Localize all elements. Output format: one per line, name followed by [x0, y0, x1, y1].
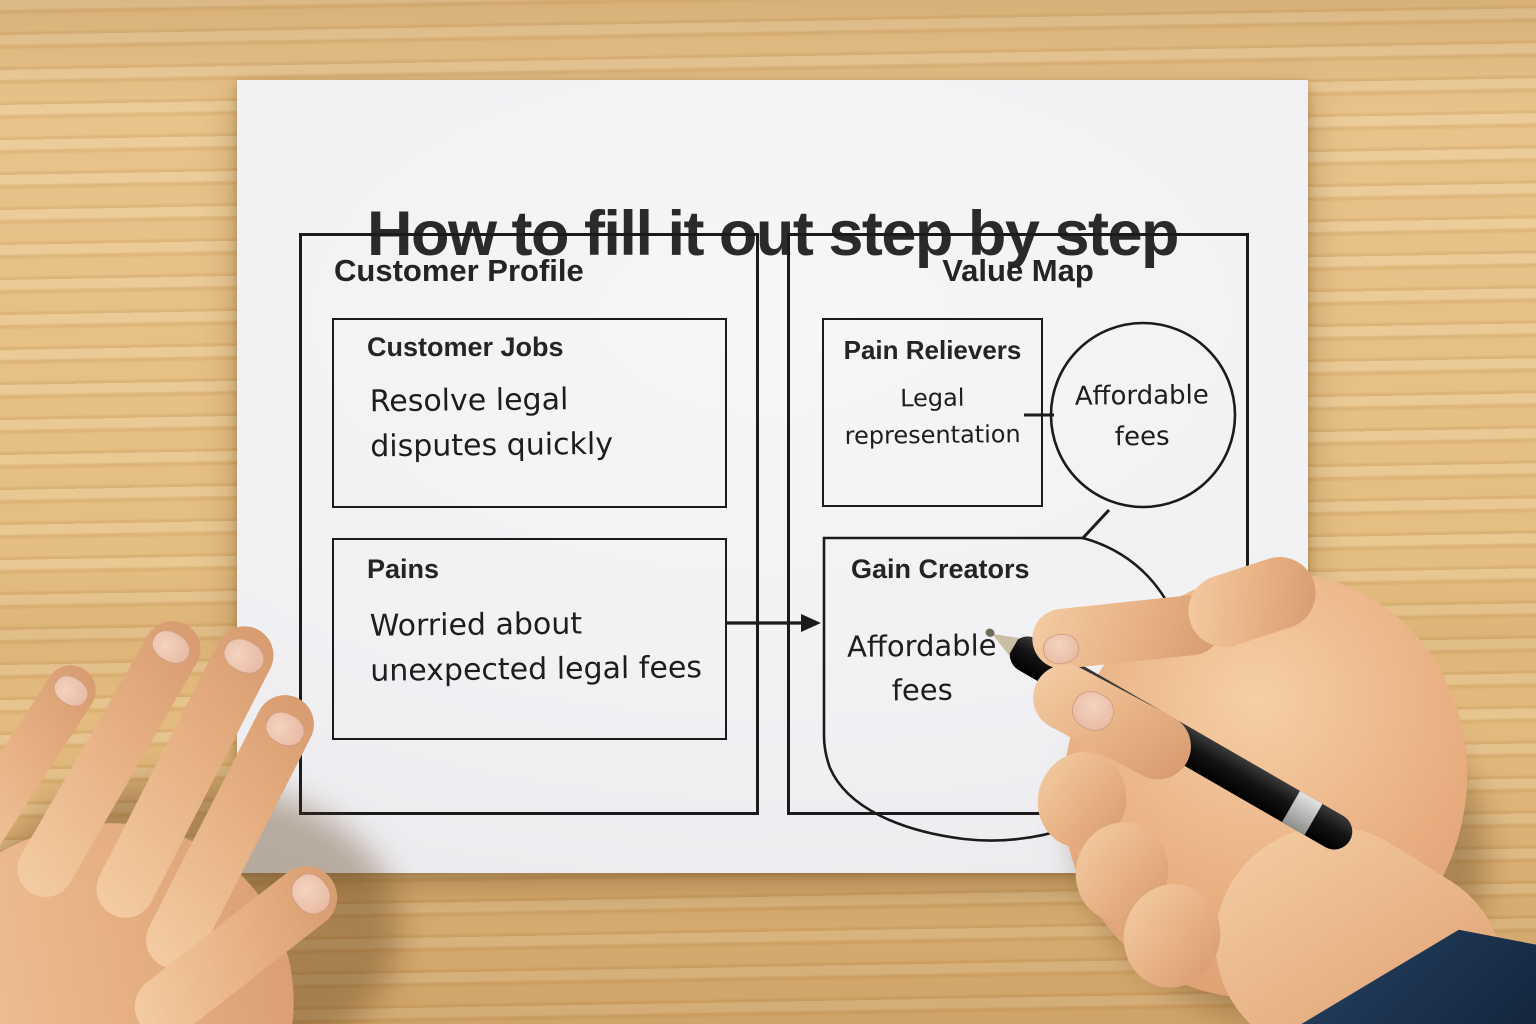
customer-profile-panel [299, 233, 759, 815]
gain-creators-label: Gain Creators [851, 554, 1030, 584]
pain-relievers-note: Legal representation [844, 383, 1021, 450]
arrow-pains-to-gain-creators [727, 614, 821, 632]
connector-bubble-to-gain-creators [1080, 508, 1111, 541]
pains-label: Pains [367, 554, 440, 584]
customer-jobs-note: Resolve legal disputes quickly [369, 382, 614, 465]
customer-jobs-box [332, 318, 727, 508]
bubble-note: Affordable fees [1074, 380, 1209, 453]
value-map-label: Value Map [942, 253, 1094, 288]
pains-note: Worried about unexpected legal fees [369, 606, 703, 689]
customer-profile-label: Customer Profile [334, 253, 584, 288]
pain-relievers-label: Pain Relievers [843, 335, 1022, 365]
pain-relievers-box [822, 318, 1043, 507]
customer-jobs-label: Customer Jobs [367, 332, 564, 362]
pains-box [332, 538, 727, 740]
value-map-panel [787, 233, 1249, 815]
